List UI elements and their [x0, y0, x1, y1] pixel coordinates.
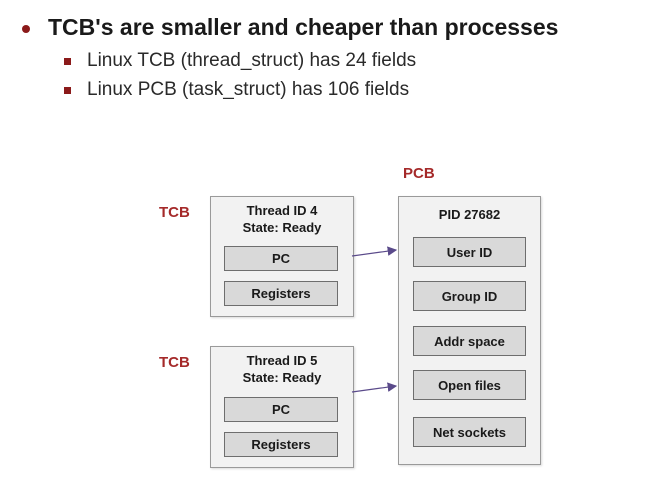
open-files-field: Open files	[413, 370, 526, 400]
square-bullet-icon	[64, 86, 71, 94]
tcb-label-1: TCB	[159, 204, 190, 221]
tcb-label-2: TCB	[159, 354, 190, 371]
sub-bullet-text: Linux PCB (task_struct) has 106 fields	[87, 79, 410, 100]
tcb-box-thread-4: Thread ID 4 State: Ready PC Registers	[210, 196, 354, 317]
pc-field: PC	[224, 397, 338, 422]
square-bullet-icon	[64, 57, 71, 65]
thread-state: State: Ready	[242, 220, 322, 235]
thread-id: Thread ID 5	[246, 353, 318, 368]
arrow-tcb1-to-pcb	[351, 246, 398, 257]
sub-bullet-tcb: Linux TCB (thread_struct) has 24 fields	[64, 50, 416, 72]
pcb-pid: PID 27682	[438, 207, 501, 222]
sub-bullet-text: Linux TCB (thread_struct) has 24 fields	[87, 50, 417, 71]
addr-space-field: Addr space	[413, 326, 526, 356]
slide-heading: TCB's are smaller and cheaper than proce…	[48, 14, 559, 40]
thread-state: State: Ready	[242, 370, 322, 385]
pcb-label: PCB	[403, 165, 435, 182]
pc-field: PC	[224, 246, 338, 271]
main-bullet: TCB's are smaller and cheaper than proce…	[22, 14, 558, 41]
arrow-tcb2-to-pcb	[351, 382, 398, 393]
sub-bullet-pcb: Linux PCB (task_struct) has 106 fields	[64, 79, 409, 101]
group-id-field: Group ID	[413, 281, 526, 311]
registers-field: Registers	[224, 432, 338, 457]
pcb-box: PID 27682 User ID Group ID Addr space Op…	[398, 196, 541, 465]
tcb-box-thread-5: Thread ID 5 State: Ready PC Registers	[210, 346, 354, 468]
thread-id: Thread ID 4	[246, 203, 318, 218]
bullet-dot-icon	[22, 24, 30, 33]
net-sockets-field: Net sockets	[413, 417, 526, 447]
registers-field: Registers	[224, 281, 338, 306]
user-id-field: User ID	[413, 237, 526, 267]
